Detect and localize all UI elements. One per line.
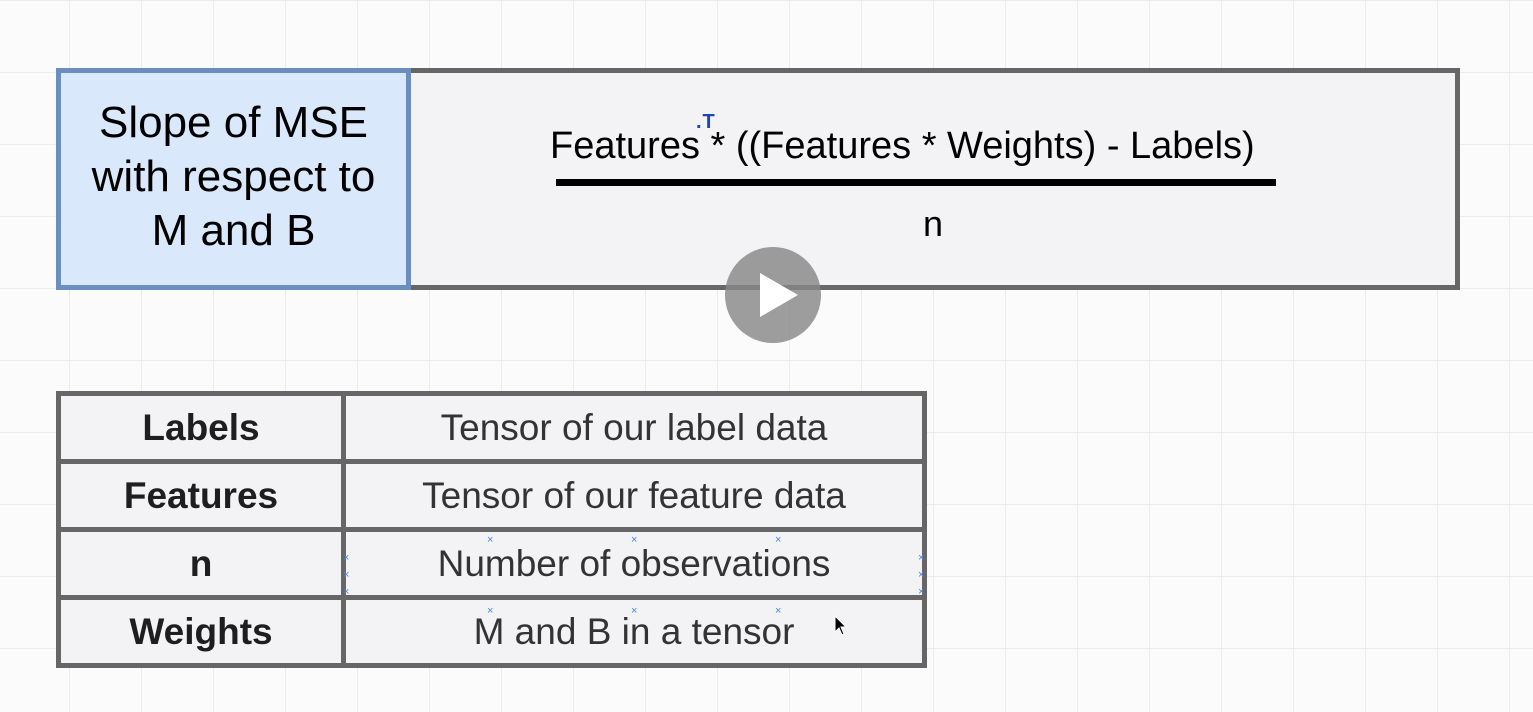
description-cell[interactable]: M and B in a tensor [341,595,927,668]
selection-handle-icon[interactable]: × [487,605,494,617]
table-row: Weights M and B in a tensor [56,595,927,668]
table-row: Features Tensor of our feature data [56,459,927,532]
description-cell[interactable]: Tensor of our label data [341,391,927,464]
selection-handle-icon[interactable]: × [918,586,925,598]
table-row: n Number of observations [56,527,927,600]
description-cell[interactable]: Number of observations [341,527,927,600]
formula-denominator: n [922,203,944,244]
selection-handle-icon[interactable]: × [343,569,350,581]
term-cell[interactable]: Features [56,459,346,532]
selection-handle-icon[interactable]: × [487,534,494,546]
term-cell[interactable]: Labels [56,391,346,464]
selection-handle-icon[interactable]: × [631,534,638,546]
transpose-marker: .T [696,111,716,133]
play-button[interactable] [725,247,821,343]
formula-block: Slope of MSE with respect to M and B Fea… [56,68,1460,290]
fraction-bar [556,179,1276,186]
selection-handle-icon[interactable]: × [775,534,782,546]
play-icon [760,273,798,317]
concept-box[interactable]: Slope of MSE with respect to M and B [56,68,411,290]
selection-handle-icon[interactable]: × [918,552,925,564]
equation-box[interactable]: Features * ((Features * Weights) - Label… [406,68,1460,290]
selection-handle-icon[interactable]: × [343,552,350,564]
variables-table: Labels Tensor of our label data Features… [56,391,927,668]
table-row: Labels Tensor of our label data [56,391,927,464]
concept-title: Slope of MSE with respect to M and B [91,98,376,255]
selection-handle-icon[interactable]: × [775,605,782,617]
selection-handle-icon[interactable]: × [343,586,350,598]
term-cell[interactable]: Weights [56,595,346,668]
selection-handle-icon[interactable]: × [918,569,925,581]
selection-handle-icon[interactable]: × [631,605,638,617]
description-cell[interactable]: Tensor of our feature data [341,459,927,532]
formula-numerator: Features * ((Features * Weights) - Label… [550,125,1255,167]
term-cell[interactable]: n [56,527,346,600]
mouse-pointer-icon [834,615,848,636]
